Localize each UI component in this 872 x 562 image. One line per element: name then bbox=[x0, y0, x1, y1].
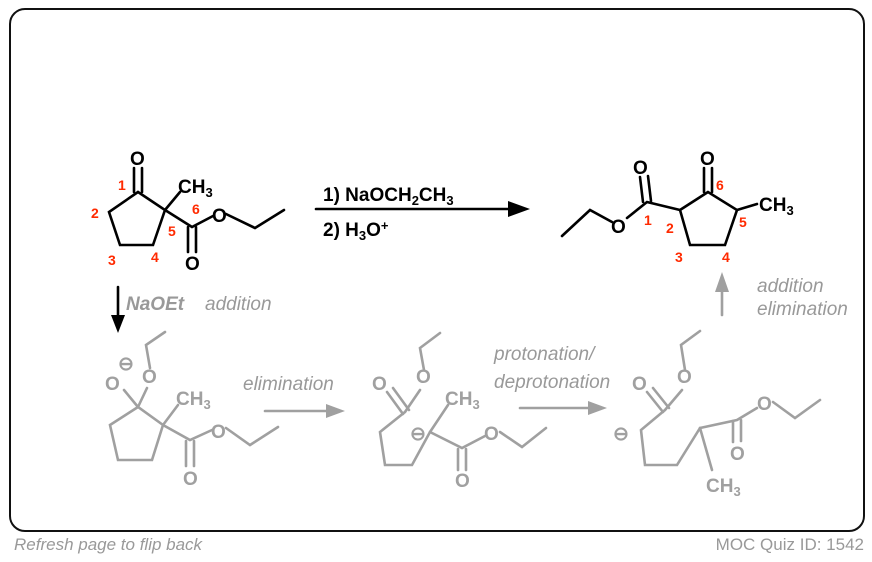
flip-back-hint: Refresh page to flip back bbox=[14, 535, 203, 554]
svg-text:CH3: CH3 bbox=[176, 389, 211, 412]
card-frame[interactable] bbox=[9, 8, 865, 532]
svg-text:addition: addition bbox=[205, 294, 272, 315]
step3-arrow: protonation/ deprotonation bbox=[493, 344, 610, 415]
svg-text:5: 5 bbox=[739, 214, 747, 230]
svg-text:O: O bbox=[212, 206, 227, 227]
svg-text:O: O bbox=[185, 254, 200, 275]
svg-text:4: 4 bbox=[722, 249, 730, 265]
svg-text:CH3: CH3 bbox=[178, 177, 213, 200]
svg-text:O: O bbox=[484, 424, 499, 445]
svg-text:elimination: elimination bbox=[243, 374, 334, 395]
main-reaction-arrow: 1) NaOCH2CH3 2) H3O+ bbox=[314, 185, 530, 243]
enolate-intermediate: O O ⊖ CH3 O O bbox=[372, 331, 548, 492]
svg-text:O: O bbox=[757, 394, 772, 415]
svg-text:5: 5 bbox=[168, 223, 176, 239]
svg-text:3: 3 bbox=[108, 252, 116, 268]
svg-text:4: 4 bbox=[151, 249, 159, 265]
carbanion-intermediate: O O ⊖ O O CH3 bbox=[613, 329, 822, 499]
svg-text:2: 2 bbox=[91, 205, 99, 221]
svg-text:O: O bbox=[633, 158, 648, 179]
step2-arrow: elimination bbox=[243, 374, 345, 418]
svg-text:O: O bbox=[700, 149, 715, 170]
svg-text:2: 2 bbox=[666, 220, 674, 236]
step1-arrow: NaOEt addition bbox=[111, 285, 272, 333]
svg-text:O: O bbox=[677, 367, 692, 388]
svg-text:CH3: CH3 bbox=[706, 476, 741, 499]
svg-text:6: 6 bbox=[192, 201, 200, 217]
svg-text:1: 1 bbox=[118, 177, 126, 193]
svg-text:⊖: ⊖ bbox=[118, 354, 134, 375]
svg-text:protonation/: protonation/ bbox=[493, 344, 596, 365]
svg-text:⊖: ⊖ bbox=[613, 424, 629, 445]
svg-text:O: O bbox=[130, 149, 145, 170]
svg-text:1: 1 bbox=[644, 212, 652, 228]
svg-text:O: O bbox=[372, 374, 387, 395]
svg-text:CH3: CH3 bbox=[759, 195, 794, 218]
svg-text:elimination: elimination bbox=[757, 299, 848, 320]
svg-text:O: O bbox=[632, 374, 647, 395]
svg-text:O: O bbox=[730, 444, 745, 465]
product: O O O CH3 1 2 3 4 5 6 bbox=[560, 149, 794, 265]
reagent-1: 1) NaOCH2CH3 bbox=[323, 185, 454, 208]
tetrahedral-intermediate: O O ⊖ CH3 O O bbox=[105, 330, 280, 490]
svg-text:O: O bbox=[142, 367, 157, 388]
starting-material: O CH3 O O 1 2 3 4 5 6 bbox=[91, 149, 286, 275]
svg-text:O: O bbox=[183, 469, 198, 490]
svg-text:addition: addition bbox=[757, 276, 824, 297]
svg-text:3: 3 bbox=[675, 249, 683, 265]
svg-text:NaOEt: NaOEt bbox=[126, 294, 185, 315]
quiz-id: MOC Quiz ID: 1542 bbox=[715, 535, 864, 554]
svg-text:CH3: CH3 bbox=[445, 389, 480, 412]
reagent-2: 2) H3O+ bbox=[323, 218, 389, 243]
svg-text:O: O bbox=[455, 471, 470, 492]
svg-text:⊖: ⊖ bbox=[410, 424, 426, 445]
svg-text:O: O bbox=[416, 367, 431, 388]
svg-text:O: O bbox=[211, 422, 226, 443]
svg-text:O: O bbox=[611, 217, 626, 238]
svg-text:6: 6 bbox=[716, 177, 724, 193]
svg-text:deprotonation: deprotonation bbox=[494, 372, 610, 393]
step4-arrow: addition elimination bbox=[715, 272, 848, 320]
svg-text:O: O bbox=[105, 374, 120, 395]
